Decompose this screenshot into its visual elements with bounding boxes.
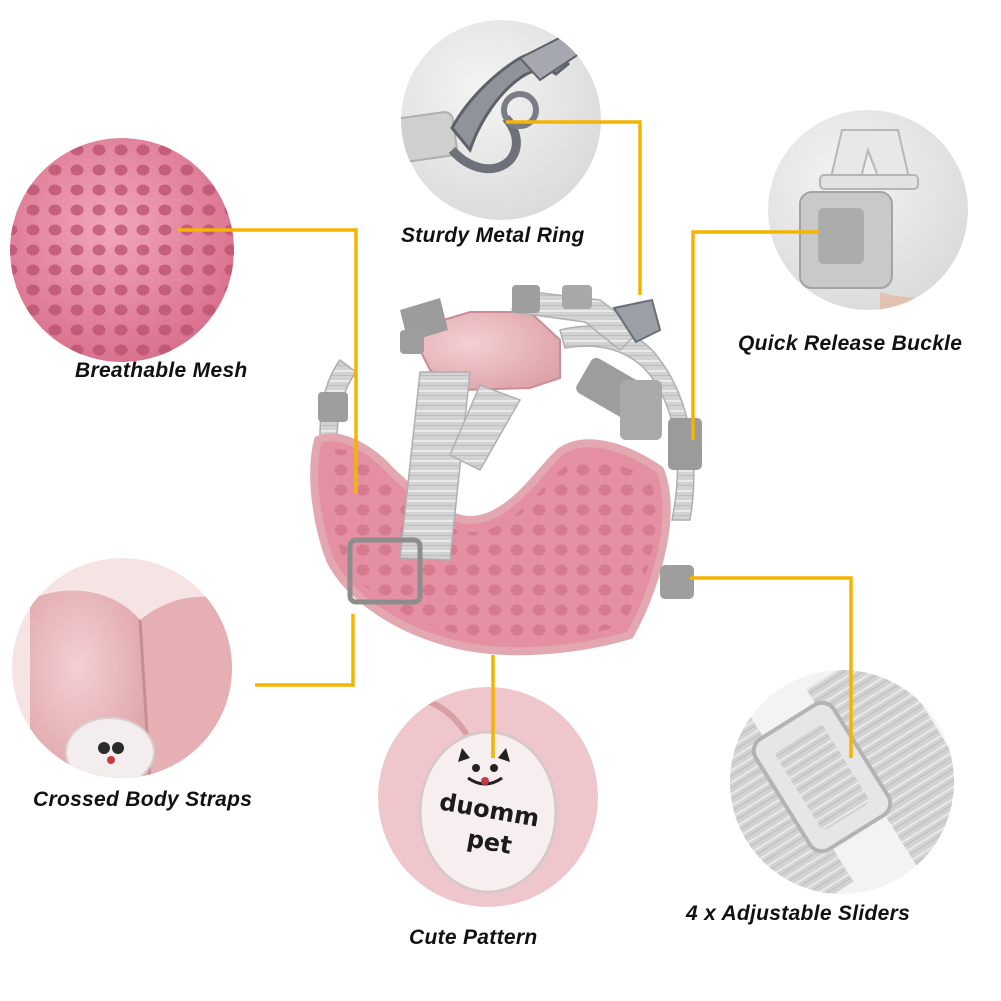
callout-line-ring — [506, 120, 642, 295]
callout-line-buckle — [691, 230, 820, 440]
callout-line-sliders — [690, 576, 853, 758]
pattern-detail-photo: duomm pet — [378, 687, 598, 907]
callout-line-mesh — [178, 228, 358, 493]
slider-detail-photo — [730, 670, 954, 894]
metal-ring-detail-photo — [401, 20, 601, 220]
label-breathable-mesh: Breathable Mesh — [75, 359, 248, 382]
dog-face-icon — [458, 748, 510, 786]
label-sturdy-metal-ring: Sturdy Metal Ring — [401, 224, 585, 247]
callout-line-straps — [255, 614, 355, 687]
label-quick-release-buckle: Quick Release Buckle — [738, 332, 963, 355]
harness-product-photo — [310, 285, 702, 656]
label-cute-pattern: Cute Pattern — [409, 926, 538, 949]
mesh-detail-photo — [10, 138, 234, 362]
body-straps-detail-photo — [12, 558, 232, 778]
label-crossed-body-straps: Crossed Body Straps — [33, 788, 253, 811]
callout-lines — [178, 120, 853, 758]
buckle-detail-photo — [768, 110, 968, 310]
label-adjustable-sliders: 4 x Adjustable Sliders — [686, 902, 911, 925]
